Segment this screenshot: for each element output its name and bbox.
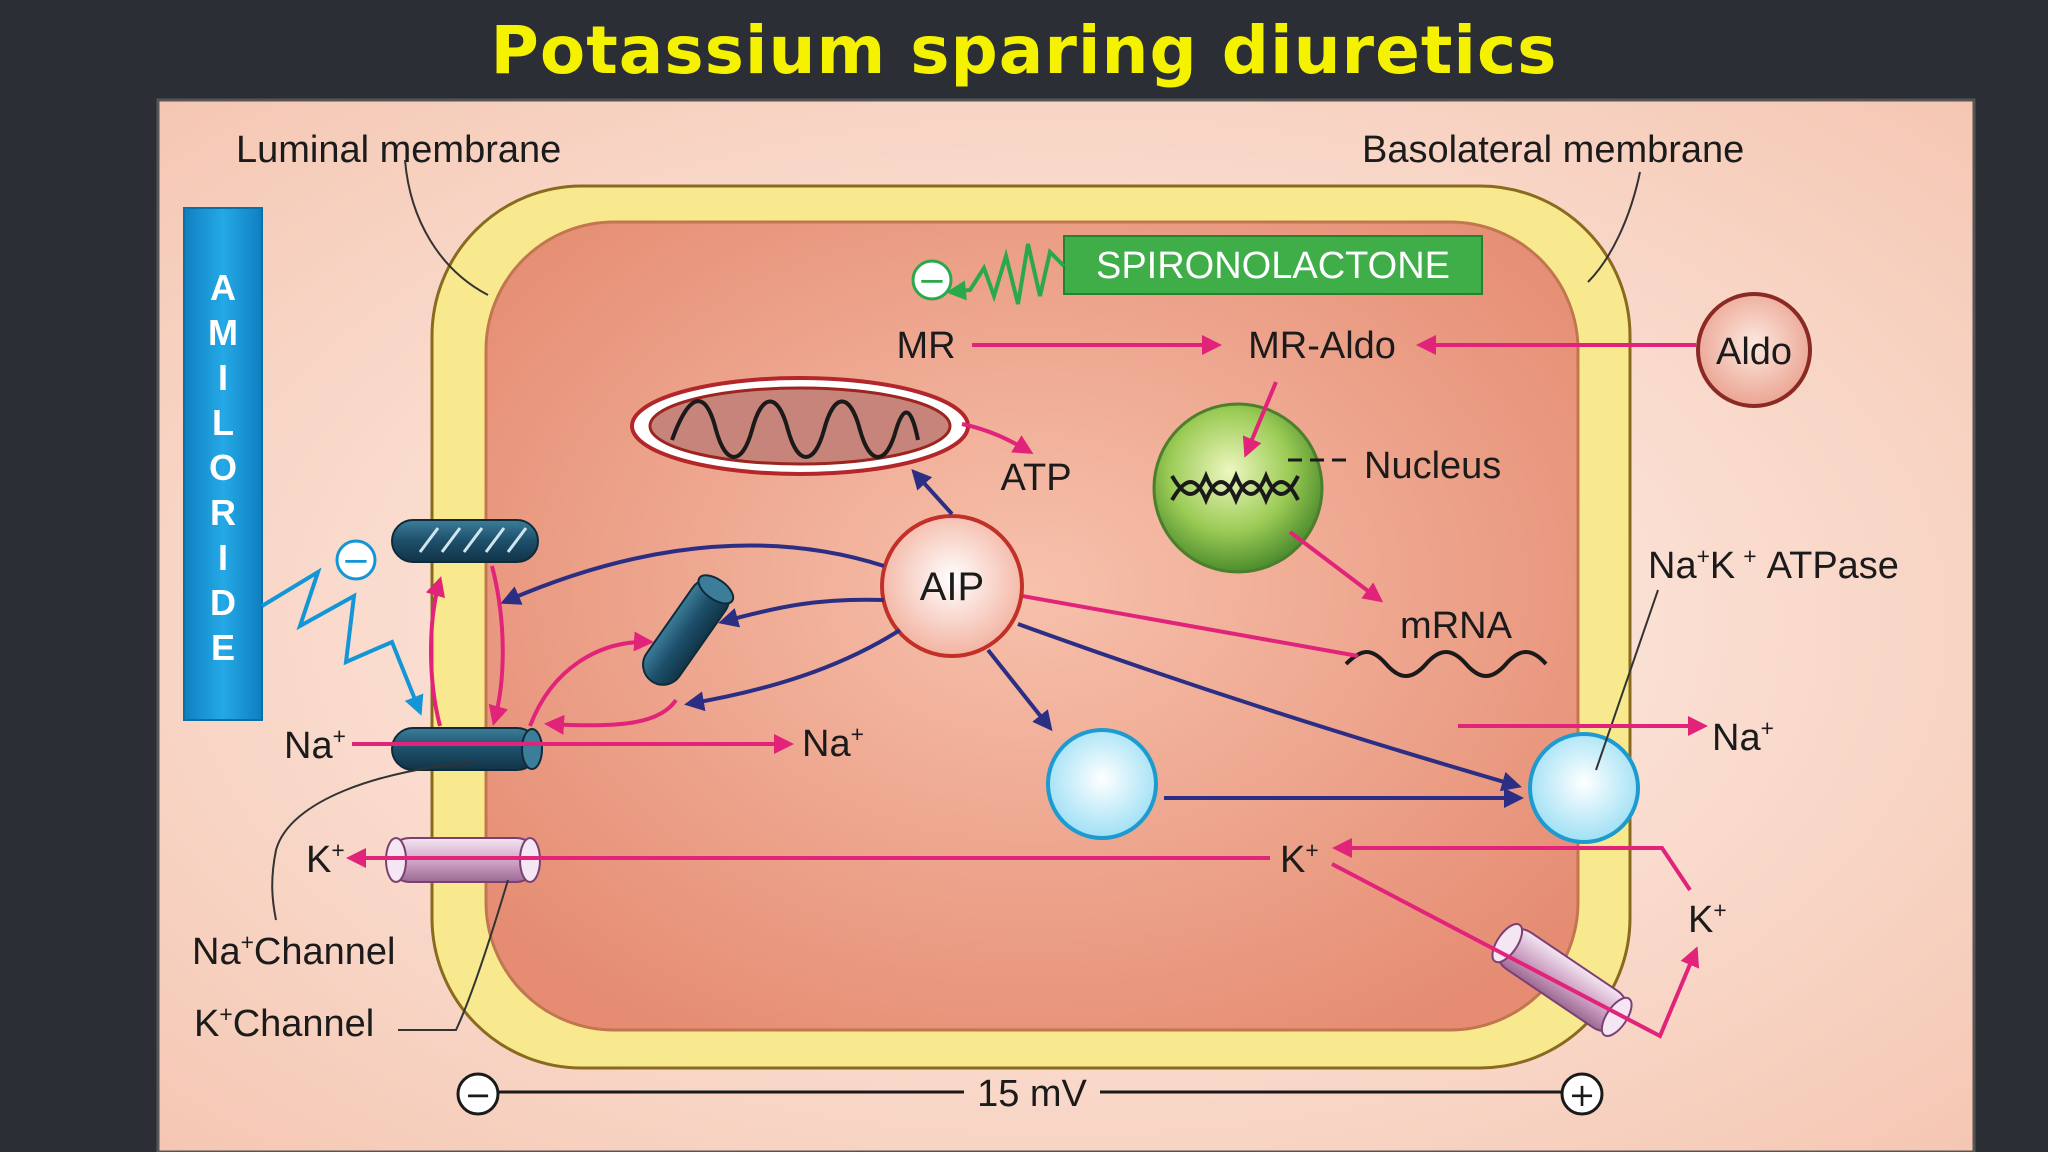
spironolactone-box: [1063, 235, 1483, 295]
mraldo-to-nucleus-arrow: [1242, 381, 1278, 458]
k-channel-pointer: [398, 879, 509, 1031]
k-channel-label: K+Channel: [194, 1001, 374, 1045]
na-k-atpase-label: Na+K+ATPase: [1648, 543, 1899, 587]
mitochondrion-cristae: [670, 399, 920, 459]
amiloride-letter: L: [212, 402, 234, 443]
na-channel-upper: [391, 519, 539, 563]
amiloride-minus-icon: [335, 539, 377, 581]
mr-label: MR: [896, 325, 955, 367]
mr-aldo-label: MR-Aldo: [1248, 325, 1396, 367]
mito-to-atp-arrow: [961, 422, 1034, 455]
spironolactone-label: SPIRONOLACTONE: [1096, 245, 1450, 287]
channel-insertion-arrow-down: [488, 565, 509, 726]
na-cell-label: Na+: [802, 721, 864, 765]
amiloride-letter: E: [211, 627, 235, 668]
amiloride-letter: A: [210, 267, 236, 308]
na-blood-label: Na+: [1712, 715, 1774, 759]
nucleus-label: Nucleus: [1364, 445, 1501, 487]
channel-to-vesicle-arrow: [528, 631, 654, 727]
nucleus: [1152, 402, 1324, 574]
aip-to-vesicle-arrow-lower: [684, 628, 902, 712]
voltage-minus-text: −: [465, 1076, 492, 1114]
amiloride-bar: [183, 207, 263, 721]
vesicle-channel: [642, 574, 735, 686]
aip-to-vesicle-arrow-upper: [718, 597, 885, 628]
aip-to-mito-arrow: [911, 469, 954, 516]
spironolactone-inhibition-zigzag: [946, 243, 1066, 305]
basolateral-membrane-pointer: [1587, 171, 1641, 283]
k-cell-label: K+: [1280, 837, 1319, 881]
mrna-label: mRNA: [1400, 605, 1513, 647]
aip-label: AIP: [920, 565, 984, 609]
aldo-label: Aldo: [1716, 331, 1792, 373]
luminal-membrane-label: Luminal membrane: [236, 129, 561, 171]
na-channel-label: Na+Channel: [192, 929, 395, 973]
na-channel-pointer: [271, 761, 477, 921]
voltage-label: 15 mV: [977, 1073, 1087, 1115]
k-uptake-arrow: [1332, 838, 1692, 892]
atpase-pointer: [1595, 589, 1659, 771]
amiloride-letters: A M I L O R I D E: [208, 267, 238, 668]
na-lumen-label: Na+: [284, 723, 346, 767]
amiloride-inhibition-zigzag: [260, 567, 424, 716]
basolateral-membrane-label: Basolateral membrane: [1362, 129, 1744, 171]
spironolactone-minus-icon: [911, 259, 953, 301]
na-k-atpase: [1528, 732, 1640, 844]
vesicle-to-channel-arrow: [544, 698, 678, 735]
amiloride-letter: D: [210, 582, 236, 623]
amiloride-letter: M: [208, 312, 238, 353]
nucleus-to-mrna-arrow: [1288, 530, 1384, 603]
page-title: Potassium sparing diuretics: [490, 12, 1558, 89]
amiloride-minus-text: −: [342, 541, 371, 581]
atp-label: ATP: [1000, 457, 1071, 499]
pump-vesicle: [1046, 728, 1158, 840]
mrna-strand: [1344, 650, 1548, 678]
luminal-membrane-pointer: [404, 159, 489, 296]
aip-to-atpase-arrow: [1017, 622, 1522, 792]
mitochondrion-inner: [648, 386, 952, 466]
dna-helix: [1170, 470, 1300, 506]
amiloride-letter: R: [210, 492, 236, 533]
channel-insertion-arrow-up: [425, 576, 445, 727]
amiloride-letter: O: [209, 447, 237, 488]
k-lumen-label: K+: [306, 837, 345, 881]
na-channel-lower: [391, 727, 543, 771]
amiloride-letter: I: [218, 537, 228, 578]
voltage-plus-icon: [1560, 1072, 1604, 1116]
aip-to-channel-arrow: [500, 543, 885, 605]
aldo-circle: [1696, 292, 1812, 408]
amiloride-letter: I: [218, 357, 228, 398]
k-blood-label: K+: [1688, 897, 1727, 941]
voltage-minus-icon: [456, 1072, 500, 1116]
voltage-plus-text: +: [1569, 1076, 1596, 1114]
k-recycle-arrow: [1331, 862, 1700, 1039]
mrna-to-aip-arrow: [996, 584, 1359, 658]
aip-circle: [880, 514, 1024, 658]
spironolactone-minus-text: −: [918, 261, 947, 301]
aip-to-pump-vesicle-arrow: [986, 648, 1053, 732]
